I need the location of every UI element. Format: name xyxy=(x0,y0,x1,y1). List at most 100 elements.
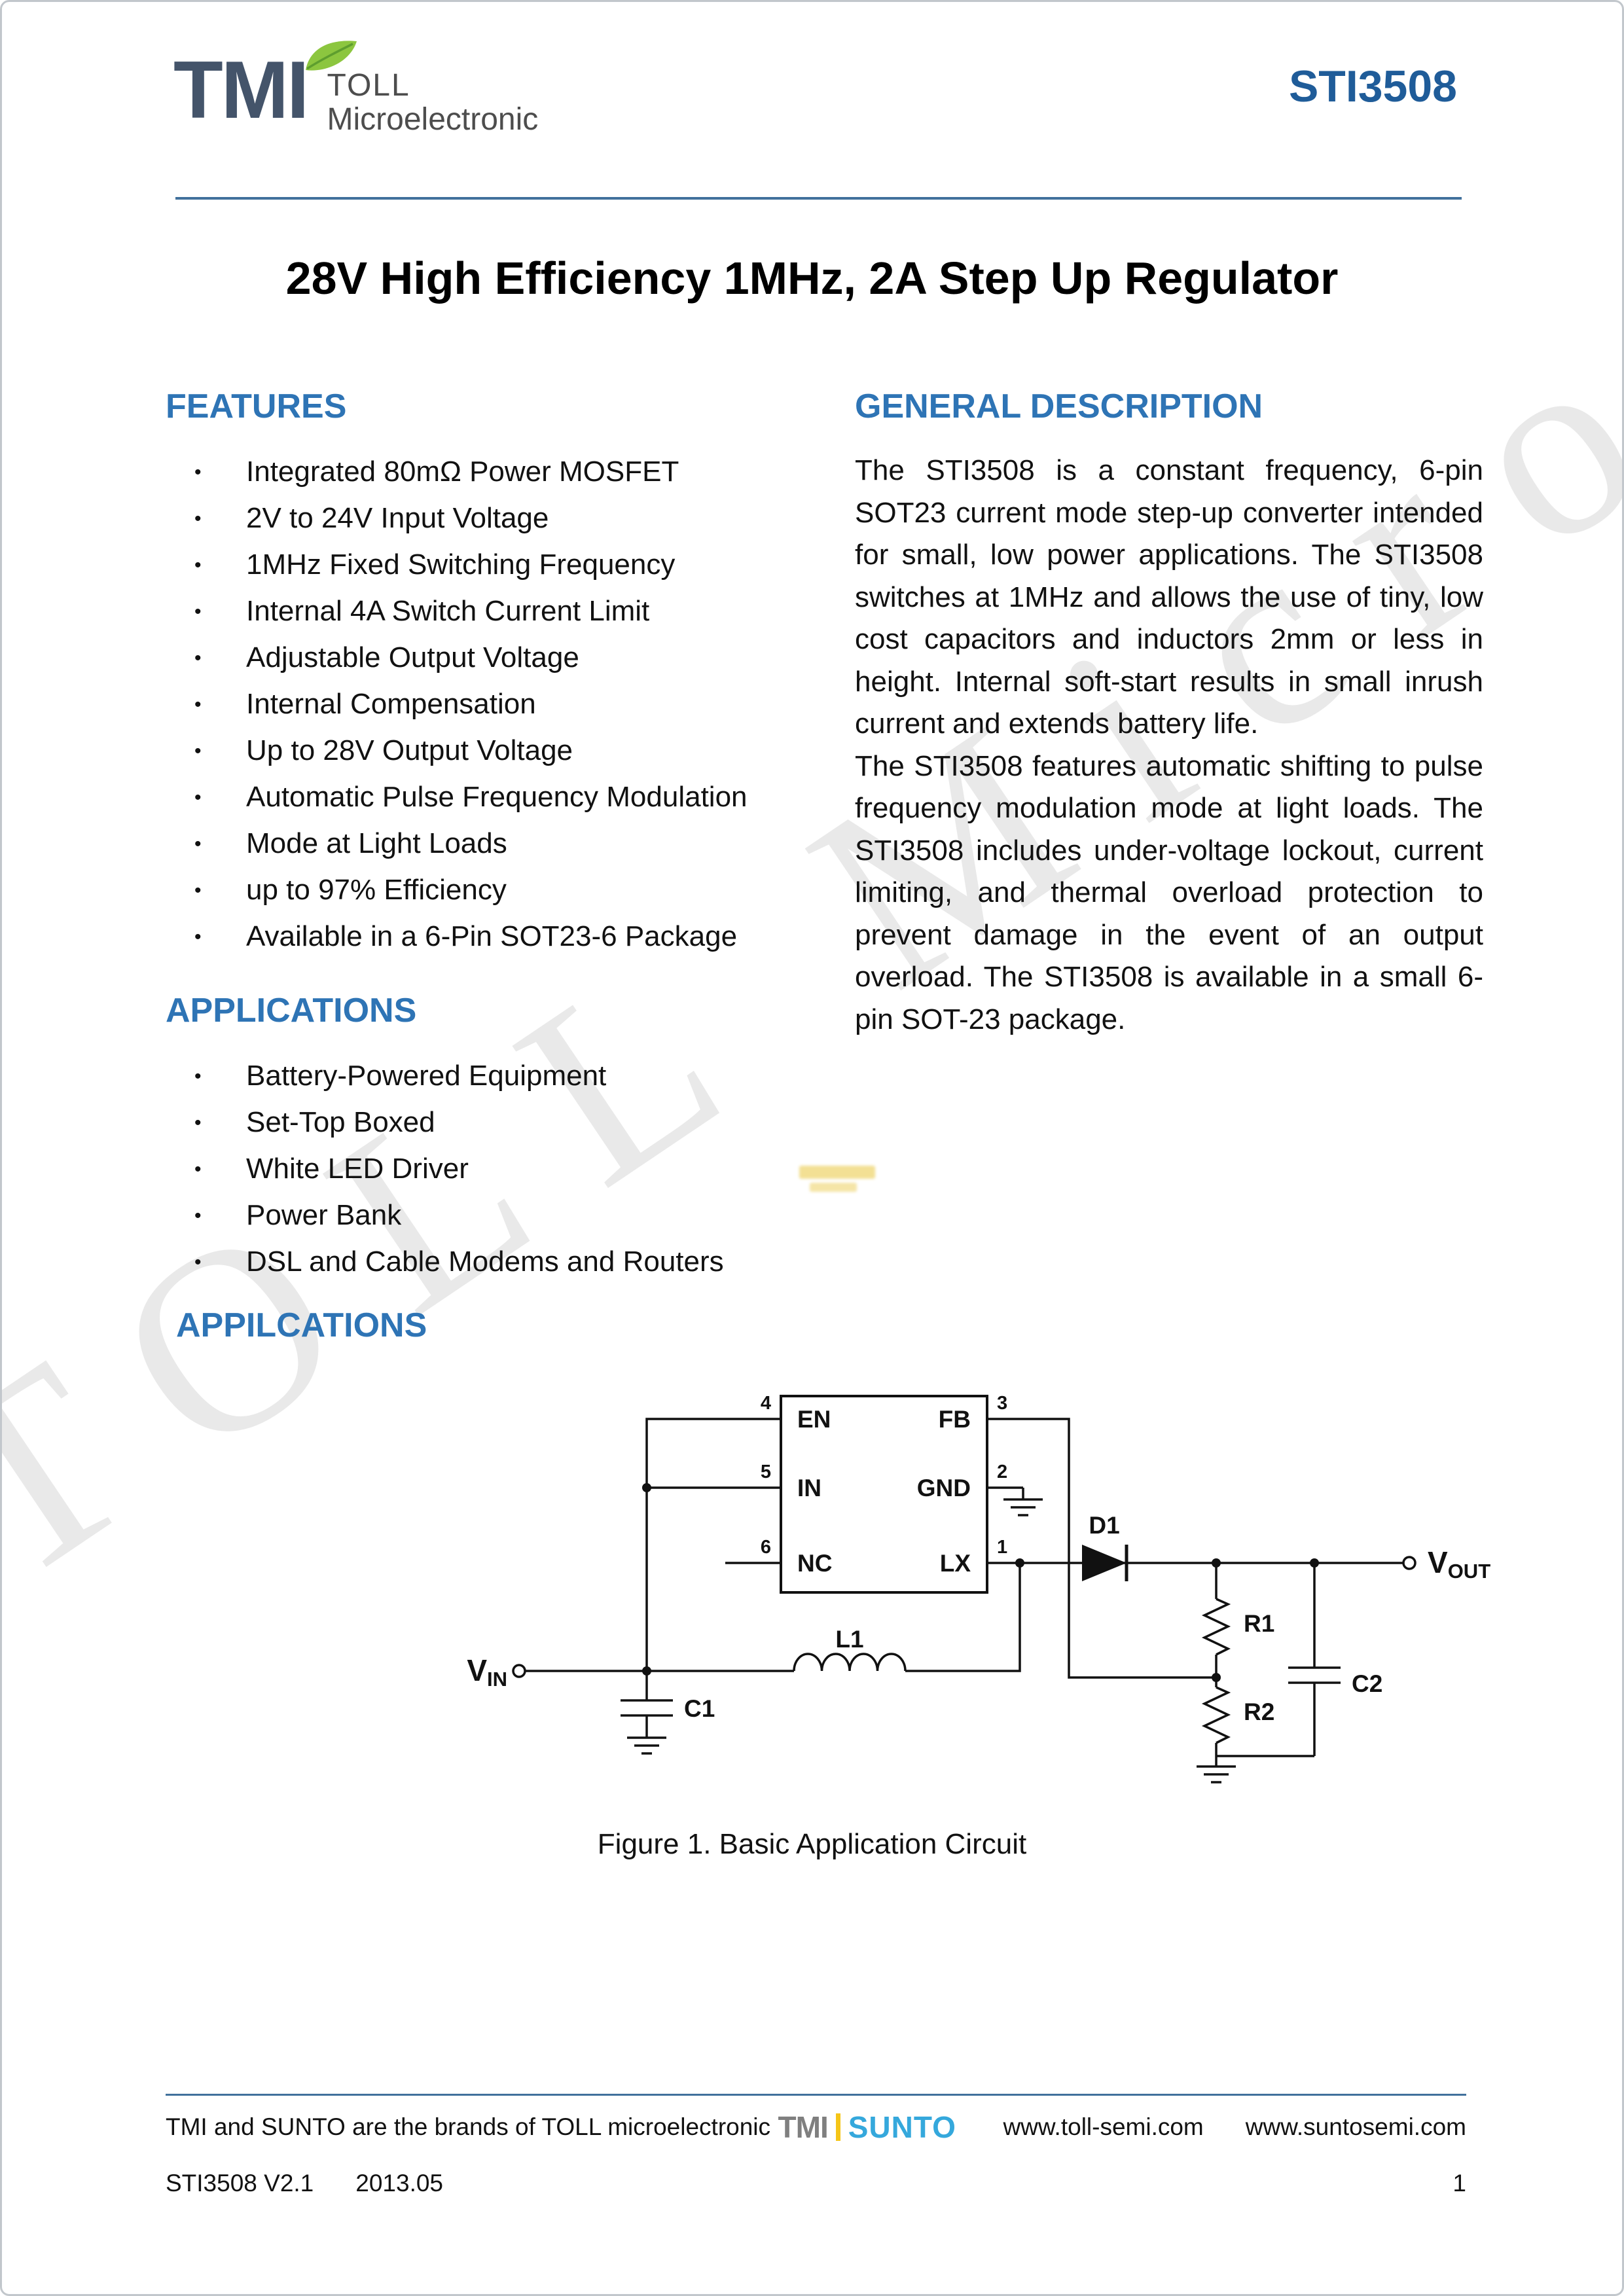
feature-text: 2V to 24V Input Voltage xyxy=(246,502,549,534)
capacitor-c2 xyxy=(1288,1563,1341,1756)
bullet-icon: • xyxy=(194,601,202,622)
feature-item: • up to 97% Efficiency xyxy=(166,867,827,913)
pin-number: 5 xyxy=(761,1462,771,1482)
application-item: •Set-Top Boxed xyxy=(166,1099,827,1145)
resistor-r1 xyxy=(1201,1598,1231,1656)
junction-dot xyxy=(642,1483,651,1492)
application-text: White LED Driver xyxy=(246,1153,469,1185)
ic-body xyxy=(780,1395,988,1594)
feature-text: Automatic Pulse Frequency Modulation xyxy=(246,781,748,813)
feature-text: Internal Compensation xyxy=(246,688,536,720)
feature-text: 1MHz Fixed Switching Frequency xyxy=(246,548,676,581)
circuit-wires xyxy=(525,1418,1403,1784)
pin-label: GND xyxy=(917,1475,971,1501)
tmi-logo: TMI TOLL Microelectronic xyxy=(173,41,539,137)
bullet-icon: • xyxy=(194,833,202,855)
resistor-r1-label: R1 xyxy=(1244,1610,1274,1637)
feature-item: •Internal 4A Switch Current Limit xyxy=(166,588,827,634)
junction-dot xyxy=(642,1666,651,1676)
junction-dot xyxy=(1310,1558,1319,1568)
application-item: • Battery-Powered Equipment xyxy=(166,1052,827,1099)
feature-text: up to 97% Efficiency xyxy=(246,874,507,906)
footer-links: www.toll-semi.com www.suntosemi.com xyxy=(1003,2113,1466,2141)
diode-d1 xyxy=(1082,1545,1127,1581)
application-text: Set-Top Boxed xyxy=(246,1106,435,1138)
suntosemi-link[interactable]: www.suntosemi.com xyxy=(1245,2113,1466,2140)
footer-divider xyxy=(166,2094,1466,2096)
bullet-icon: • xyxy=(194,1205,202,1227)
toll-semi-link[interactable]: www.toll-semi.com xyxy=(1003,2113,1204,2140)
inductor-label: L1 xyxy=(835,1626,863,1653)
doc-version-group: STI3508 V2.1 2013.05 xyxy=(166,2170,443,2197)
bullet-icon: • xyxy=(194,554,202,576)
vin-terminal xyxy=(512,1664,526,1678)
inductor-l1 xyxy=(793,1653,907,1672)
doc-date: 2013.05 xyxy=(355,2170,444,2197)
logo-toll: TOLL xyxy=(327,68,410,103)
logo-subtext: TOLL Microelectronic xyxy=(327,69,539,137)
footer-logo: TMI SUNTO xyxy=(778,2109,956,2145)
bullet-icon: • xyxy=(194,694,202,715)
general-description-section: GENERAL DESCRIPTION The STI3508 is a con… xyxy=(855,387,1483,1041)
gnd-pin-ground xyxy=(987,1486,1043,1516)
pin-label: NC xyxy=(797,1550,832,1577)
vin-label-main: V xyxy=(467,1653,487,1687)
application-item: •White LED Driver xyxy=(166,1145,827,1192)
vin-label-sub: IN xyxy=(487,1668,507,1691)
leaf-icon xyxy=(306,41,357,71)
feature-text: Mode at Light Loads xyxy=(246,827,507,859)
feature-item: • Internal Compensation xyxy=(166,681,827,727)
bullet-icon: • xyxy=(194,926,202,948)
description-paragraph: The STI3508 is a constant frequency, 6-p… xyxy=(855,454,1483,740)
description-text: The STI3508 is a constant frequency, 6-p… xyxy=(855,450,1483,1041)
feature-item: • 2V to 24V Input Voltage xyxy=(166,495,827,541)
junction-dot xyxy=(1015,1558,1024,1568)
pin-number: 6 xyxy=(761,1537,771,1558)
figure-caption: Figure 1. Basic Application Circuit xyxy=(597,1828,1027,1860)
bullet-icon: • xyxy=(194,461,202,483)
capacitor-c1-ground xyxy=(621,1671,673,1755)
application-circuit-diagram: 4 5 6 3 2 1 EN IN NC FB GND LX L1 C1 D1 … xyxy=(467,1393,1490,1784)
capacitor-c1-label: C1 xyxy=(684,1695,715,1722)
logo-text: TMI xyxy=(173,45,309,135)
description-paragraph: The STI3508 features automatic shifting … xyxy=(855,749,1483,1035)
resistor-r2 xyxy=(1201,1686,1231,1744)
feature-text: Integrated 80mΩ Power MOSFET xyxy=(246,456,679,488)
application-text: Power Bank xyxy=(246,1199,402,1231)
pin-label: FB xyxy=(939,1406,971,1433)
part-number: STI3508 xyxy=(1288,62,1457,111)
application-text: DSL and Cable Modems and Routers xyxy=(246,1246,724,1278)
bullet-icon: • xyxy=(194,1066,202,1087)
wire-en-vin xyxy=(645,1418,781,1671)
pin-label: LX xyxy=(940,1550,971,1577)
feature-text: Up to 28V Output Voltage xyxy=(246,734,573,766)
bullet-icon: • xyxy=(194,787,202,808)
application-item: • Power Bank xyxy=(166,1192,827,1238)
diode-label: D1 xyxy=(1089,1512,1119,1539)
application-text: Battery-Powered Equipment xyxy=(246,1060,607,1092)
bullet-icon: • xyxy=(194,880,202,901)
logo-microelectronic: Microelectronic xyxy=(327,102,539,137)
pin-label: EN xyxy=(797,1406,831,1433)
footer-logo-sunto: SUNTO xyxy=(848,2110,956,2144)
header-divider xyxy=(175,197,1462,200)
feature-item: • Automatic Pulse Frequency Modulation xyxy=(166,774,827,820)
feature-item: • Mode at Light Loads xyxy=(166,820,827,867)
doc-title: 28V High Efficiency 1MHz, 2A Step Up Reg… xyxy=(285,253,1339,304)
page-number: 1 xyxy=(1453,2170,1466,2197)
feature-item: •Adjustable Output Voltage xyxy=(166,634,827,681)
general-description-heading: GENERAL DESCRIPTION xyxy=(855,387,1263,425)
applications-list: •Battery-Powered Equipment •Set-Top Boxe… xyxy=(166,1052,827,1285)
feature-item: • Up to 28V Output Voltage xyxy=(166,727,827,774)
circuit-section-heading: APPILCATIONS xyxy=(176,1306,427,1344)
bullet-icon: • xyxy=(194,740,202,762)
junction-dot xyxy=(1212,1558,1221,1568)
bullet-icon: • xyxy=(194,508,202,529)
footer-logo-tmi: TMI xyxy=(778,2110,829,2144)
feature-text: Adjustable Output Voltage xyxy=(246,641,579,673)
feature-text: Available in a 6-Pin SOT23-6 Package xyxy=(246,920,738,952)
footer-meta: STI3508 V2.1 2013.05 1 xyxy=(166,2170,1466,2197)
application-item: •DSL and Cable Modems and Routers xyxy=(166,1238,827,1285)
pin-number: 3 xyxy=(997,1393,1007,1414)
